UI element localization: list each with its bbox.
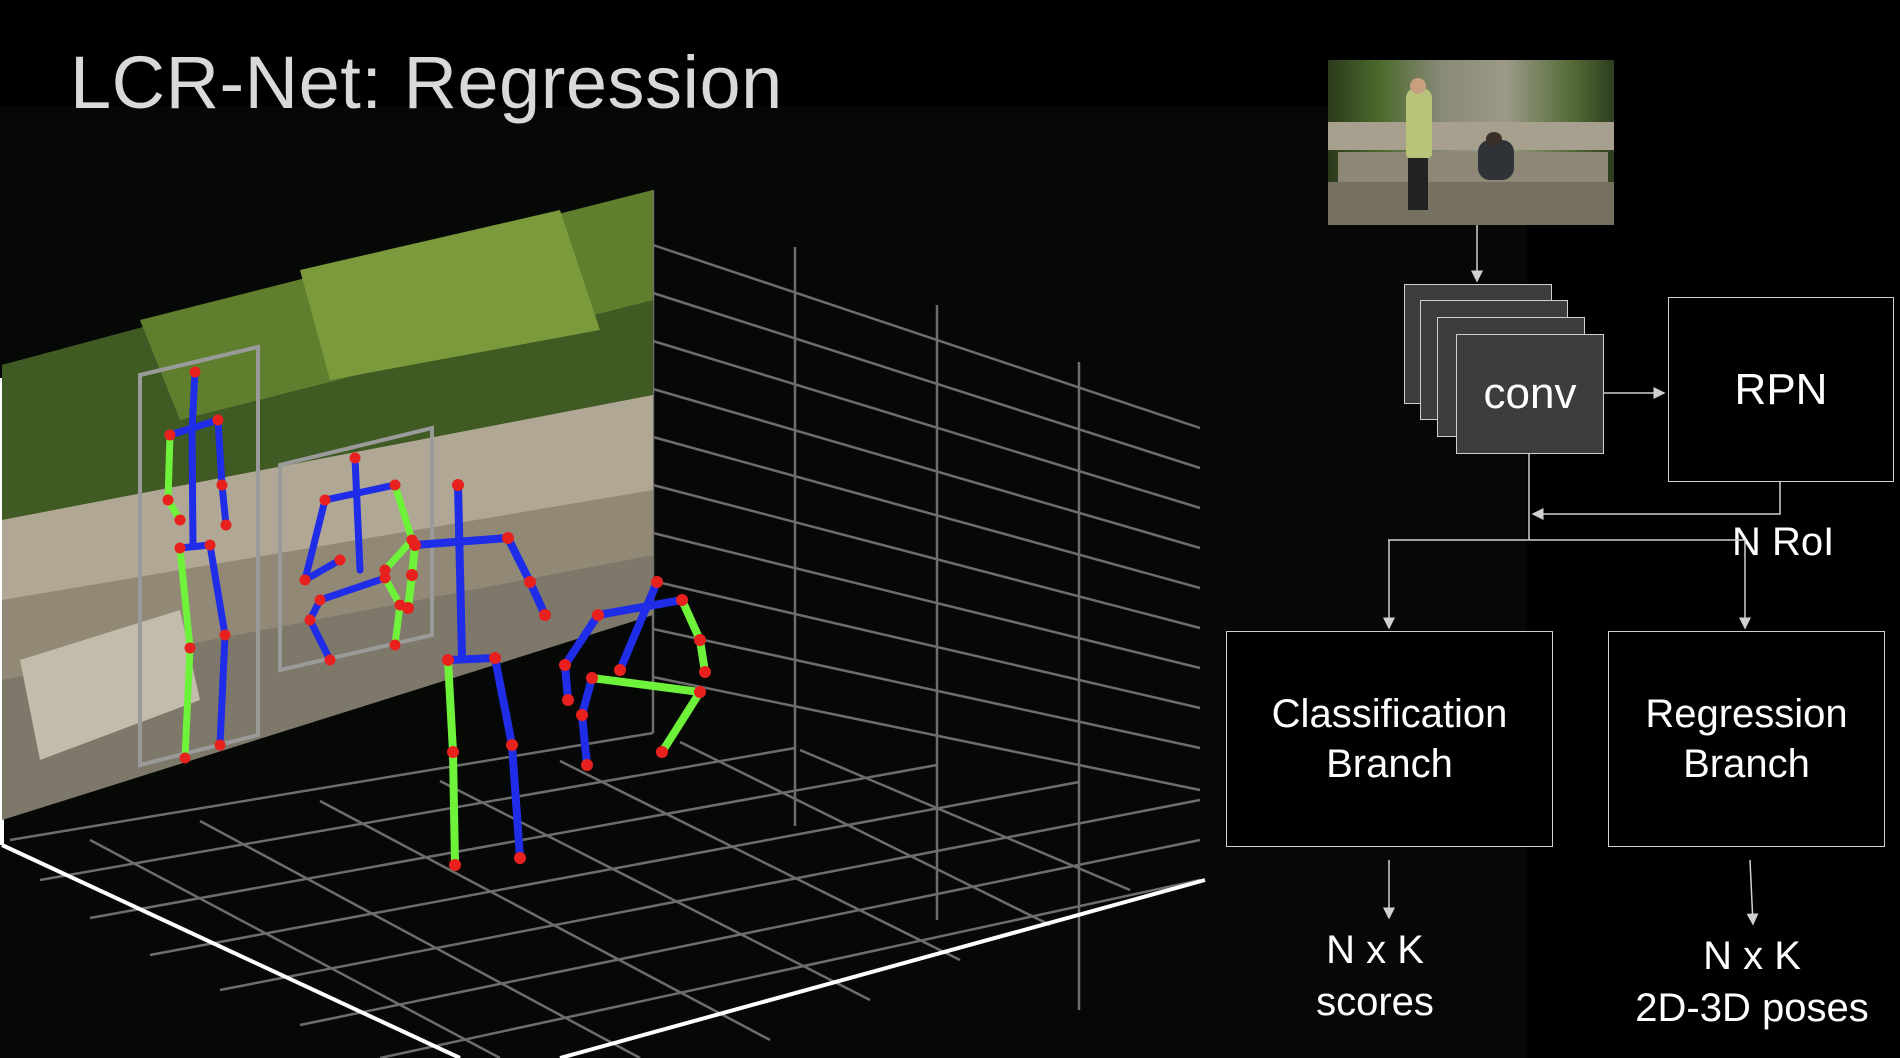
rpn-label: RPN xyxy=(1734,364,1828,414)
classification-output-line-2: scores xyxy=(1316,980,1434,1024)
skeleton-3d-standing-joints xyxy=(402,479,551,871)
input-image-thumbnail xyxy=(1328,60,1614,225)
regression-branch-line-2: Branch xyxy=(1683,742,1810,786)
skeleton-person-1-joints xyxy=(162,366,232,764)
slide-title: LCR-Net: Regression xyxy=(70,41,783,124)
classification-branch-line-2: Branch xyxy=(1326,742,1453,786)
arrow-regression-output xyxy=(1746,859,1759,926)
classification-branch-block: Classification Branch xyxy=(1226,631,1553,847)
arrow-rpn-to-roi xyxy=(1531,481,1781,520)
classification-output-label: N x K scores xyxy=(1314,924,1436,1028)
n-roi-label: N RoI xyxy=(1732,520,1835,564)
person-bounding-boxes xyxy=(138,344,434,768)
regression-branch-line-1: Regression xyxy=(1645,692,1848,736)
regression-output-label: N x K 2D-3D poses xyxy=(1626,930,1878,1034)
image-plane xyxy=(2,190,653,820)
classification-output-line-1: N x K xyxy=(1326,928,1424,972)
3d-pose-scene xyxy=(0,190,1206,1058)
rpn-block: RPN xyxy=(1668,297,1894,482)
regression-branch-block: Regression Branch xyxy=(1608,631,1885,847)
regression-output-line-2: 2D-3D poses xyxy=(1635,986,1869,1030)
3d-grid xyxy=(9,190,1201,1058)
regression-output-line-1: N x K xyxy=(1703,934,1801,978)
skeleton-3d-crouching-joints xyxy=(559,576,711,771)
classification-branch-line-1: Classification xyxy=(1271,692,1508,736)
conv-block: conv xyxy=(1456,334,1604,454)
